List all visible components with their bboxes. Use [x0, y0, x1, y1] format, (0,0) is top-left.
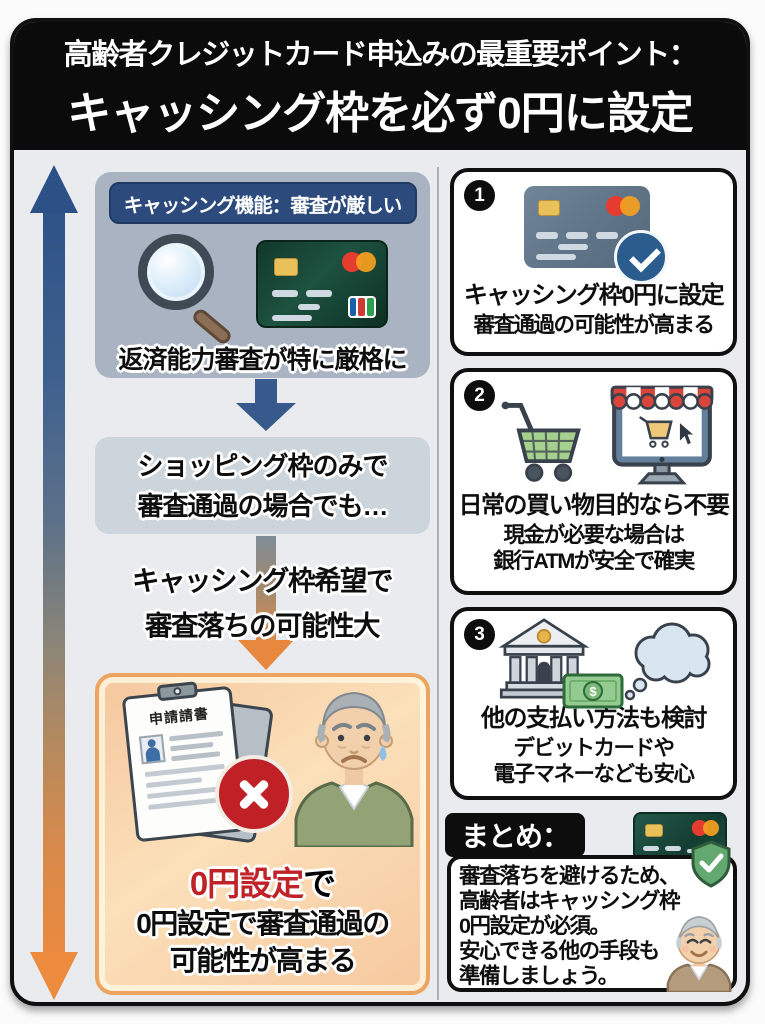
point-number-badge: 1 [464, 180, 495, 211]
summary-line-2: 高齢者はキャッシング枠 [459, 889, 681, 913]
sad-elderly-man-icon [286, 679, 422, 847]
summary-line-1: 審査落ちを避けるため、 [459, 864, 681, 888]
jcb-logo-icon [347, 296, 376, 318]
result-suffix: で [303, 865, 336, 902]
gradient-down-arrow-icon [238, 536, 294, 670]
gradient-double-arrow-icon [30, 165, 78, 1000]
id-photo-icon [138, 734, 166, 765]
clipboard-clip-icon [156, 681, 199, 702]
strict-review-caption: 返済能力審査が特に厳格に [118, 346, 407, 374]
title-line-1: 高齢者クレジットカード申込みの最重要ポイント： [63, 39, 698, 71]
credit-card-icon [524, 186, 668, 284]
thought-cloud-icon [622, 619, 722, 705]
down-arrow-icon [236, 379, 296, 431]
point-3-title: 他の支払い方法も検討 [481, 705, 708, 732]
header: 高齢者クレジットカード申込みの最重要ポイント： キャッシング枠を必ず0円に設定 [14, 22, 746, 150]
result-box: 申請請書 [95, 673, 430, 995]
result-highlight: 0円設定 [189, 865, 304, 902]
summary-label: まとめ： [445, 813, 586, 857]
strict-review-box: キャッシング機能：審査が厳しい 返済能力審査が特に厳格に [95, 172, 430, 378]
shield-check-icon [690, 840, 732, 888]
summary-line-3: 0円設定が必須。 [459, 914, 611, 938]
svg-text:$: $ [589, 684, 597, 699]
point-card-3: 3 [450, 607, 737, 800]
result-illustration: 申請請書 [99, 677, 426, 855]
shopping-cart-icon [492, 394, 588, 486]
point-3-line-3: 電子マネーなども安心 [493, 762, 695, 786]
poster-frame: 高齢者クレジットカード申込みの最重要ポイント： キャッシング枠を必ず0円に設定 … [10, 18, 750, 1006]
shopping-only-line-2: 審査通過の場合でも… [137, 490, 388, 521]
point-1-title: キャッシング枠0円に設定 [463, 282, 725, 309]
green-credit-card-icon [255, 240, 388, 328]
result-line-2: 0円設定で審査通過の [136, 908, 390, 939]
point-number-badge: 3 [464, 619, 495, 650]
check-circle-icon [614, 230, 668, 284]
strict-review-icons [95, 228, 430, 347]
arrow-shaft [43, 213, 65, 952]
point-card-2: 2 [450, 368, 737, 595]
title-line-2: キャッシング枠を必ず0円に設定 [67, 89, 693, 138]
shopping-only-box: ショッピング枠のみで 審査通過の場合でも… [95, 437, 430, 534]
bank-icon [494, 617, 594, 701]
point-2-title: 日常の買い物目的なら不要 [458, 492, 731, 519]
result-line-3: 可能性が高まる [169, 945, 357, 976]
magnifier-icon [137, 234, 234, 347]
banknote-icon: $ [562, 673, 624, 709]
strict-review-badge: キャッシング機能：審査が厳しい [108, 182, 417, 224]
point-2-line-2: 現金が必要な場合は [503, 523, 685, 547]
point-card-1: 1 キャッシング枠0円に設定 審査通過の可能性が高まる [450, 168, 737, 356]
risk-line-2: 審査落ちの可能性大 [145, 610, 381, 641]
point-1-line-2: 審査通過の可能性が高まる [473, 313, 715, 337]
arrow-up-head [30, 165, 78, 213]
point-number-badge: 2 [464, 380, 495, 411]
summary-line-4: 安心できる他の手段も [459, 939, 660, 963]
column-divider [437, 167, 439, 1000]
arrow-down-head [30, 952, 78, 1000]
happy-elderly-man-icon [663, 912, 735, 992]
point-2-line-3: 銀行ATMが安全で確実 [493, 549, 695, 573]
shopping-only-line-1: ショッピング枠のみで [137, 450, 388, 481]
summary-line-5: 準備しましょう。 [459, 964, 619, 988]
result-text: 0円設定で 0円設定で審査通過の 可能性が高まる [99, 857, 426, 979]
online-store-monitor-icon [606, 376, 718, 488]
point-3-line-2: デビットカードや [513, 736, 675, 760]
rejected-x-icon [215, 755, 293, 833]
risk-line-1: キャッシング枠希望で [132, 565, 394, 596]
risk-text: キャッシング枠希望で 審査落ちの可能性大 [84, 558, 440, 648]
